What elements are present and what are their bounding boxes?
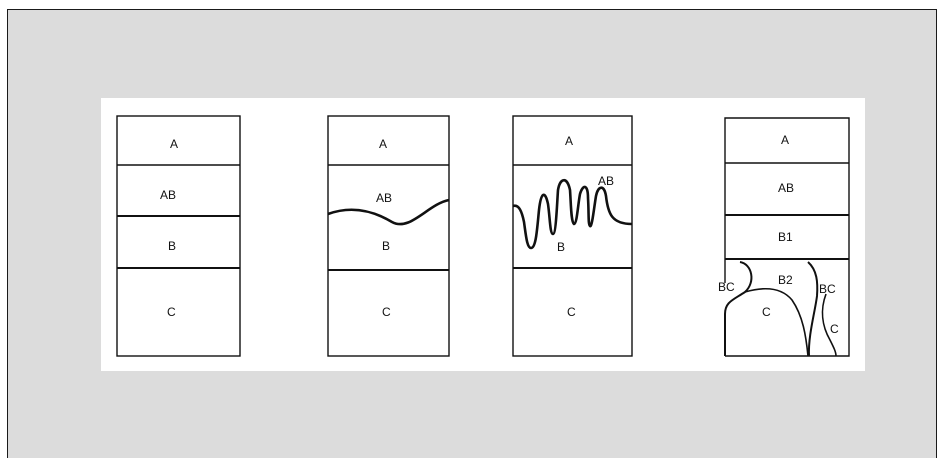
profile-4-label-bc-right: BC: [819, 282, 836, 296]
profile-3-ab-b-tongued-boundary: [512, 178, 633, 250]
profile-1-label-c: C: [167, 305, 176, 319]
profile-2-outline: [327, 115, 450, 357]
profile-1-label-a: A: [170, 137, 178, 151]
profile-3-label-ab: AB: [598, 174, 614, 188]
profile-column-1: [116, 115, 241, 357]
profile-2-label-b: B: [382, 239, 390, 253]
profile-4-label-b2: B2: [778, 273, 793, 287]
diagram-panel: [101, 98, 865, 371]
profile-4-label-ab: AB: [778, 181, 794, 195]
profile-2-label-c: C: [382, 305, 391, 319]
profile-4-label-a: A: [781, 133, 789, 147]
profile-4-label-bc-left: BC: [718, 280, 735, 294]
profile-3-outline: [512, 115, 633, 357]
profile-3-label-b: B: [557, 240, 565, 254]
profile-4-right-tongue-boundary: [807, 261, 819, 357]
profile-1-label-b: B: [168, 239, 176, 253]
profile-3-label-a: A: [565, 134, 573, 148]
profile-1-label-ab: AB: [160, 188, 176, 202]
profile-2-label-ab: AB: [376, 191, 392, 205]
profile-4-label-c-left: C: [762, 305, 771, 319]
profile-column-2: [327, 115, 450, 357]
profile-4-right-c-boundary: [821, 293, 837, 357]
profile-3-label-c: C: [567, 305, 576, 319]
profile-2-label-a: A: [379, 137, 387, 151]
profile-4-label-c-right: C: [830, 322, 839, 336]
profile-column-4: [724, 117, 850, 357]
profile-4-label-b1: B1: [778, 230, 793, 244]
profile-2-ab-b-wavy-boundary: [327, 198, 450, 226]
profile-4-left-tongue-boundary: [724, 261, 753, 356]
profile-1-outline: [116, 115, 241, 357]
profile-4-bc-b2-boundary: [744, 287, 809, 357]
profile-column-3: [512, 115, 633, 357]
